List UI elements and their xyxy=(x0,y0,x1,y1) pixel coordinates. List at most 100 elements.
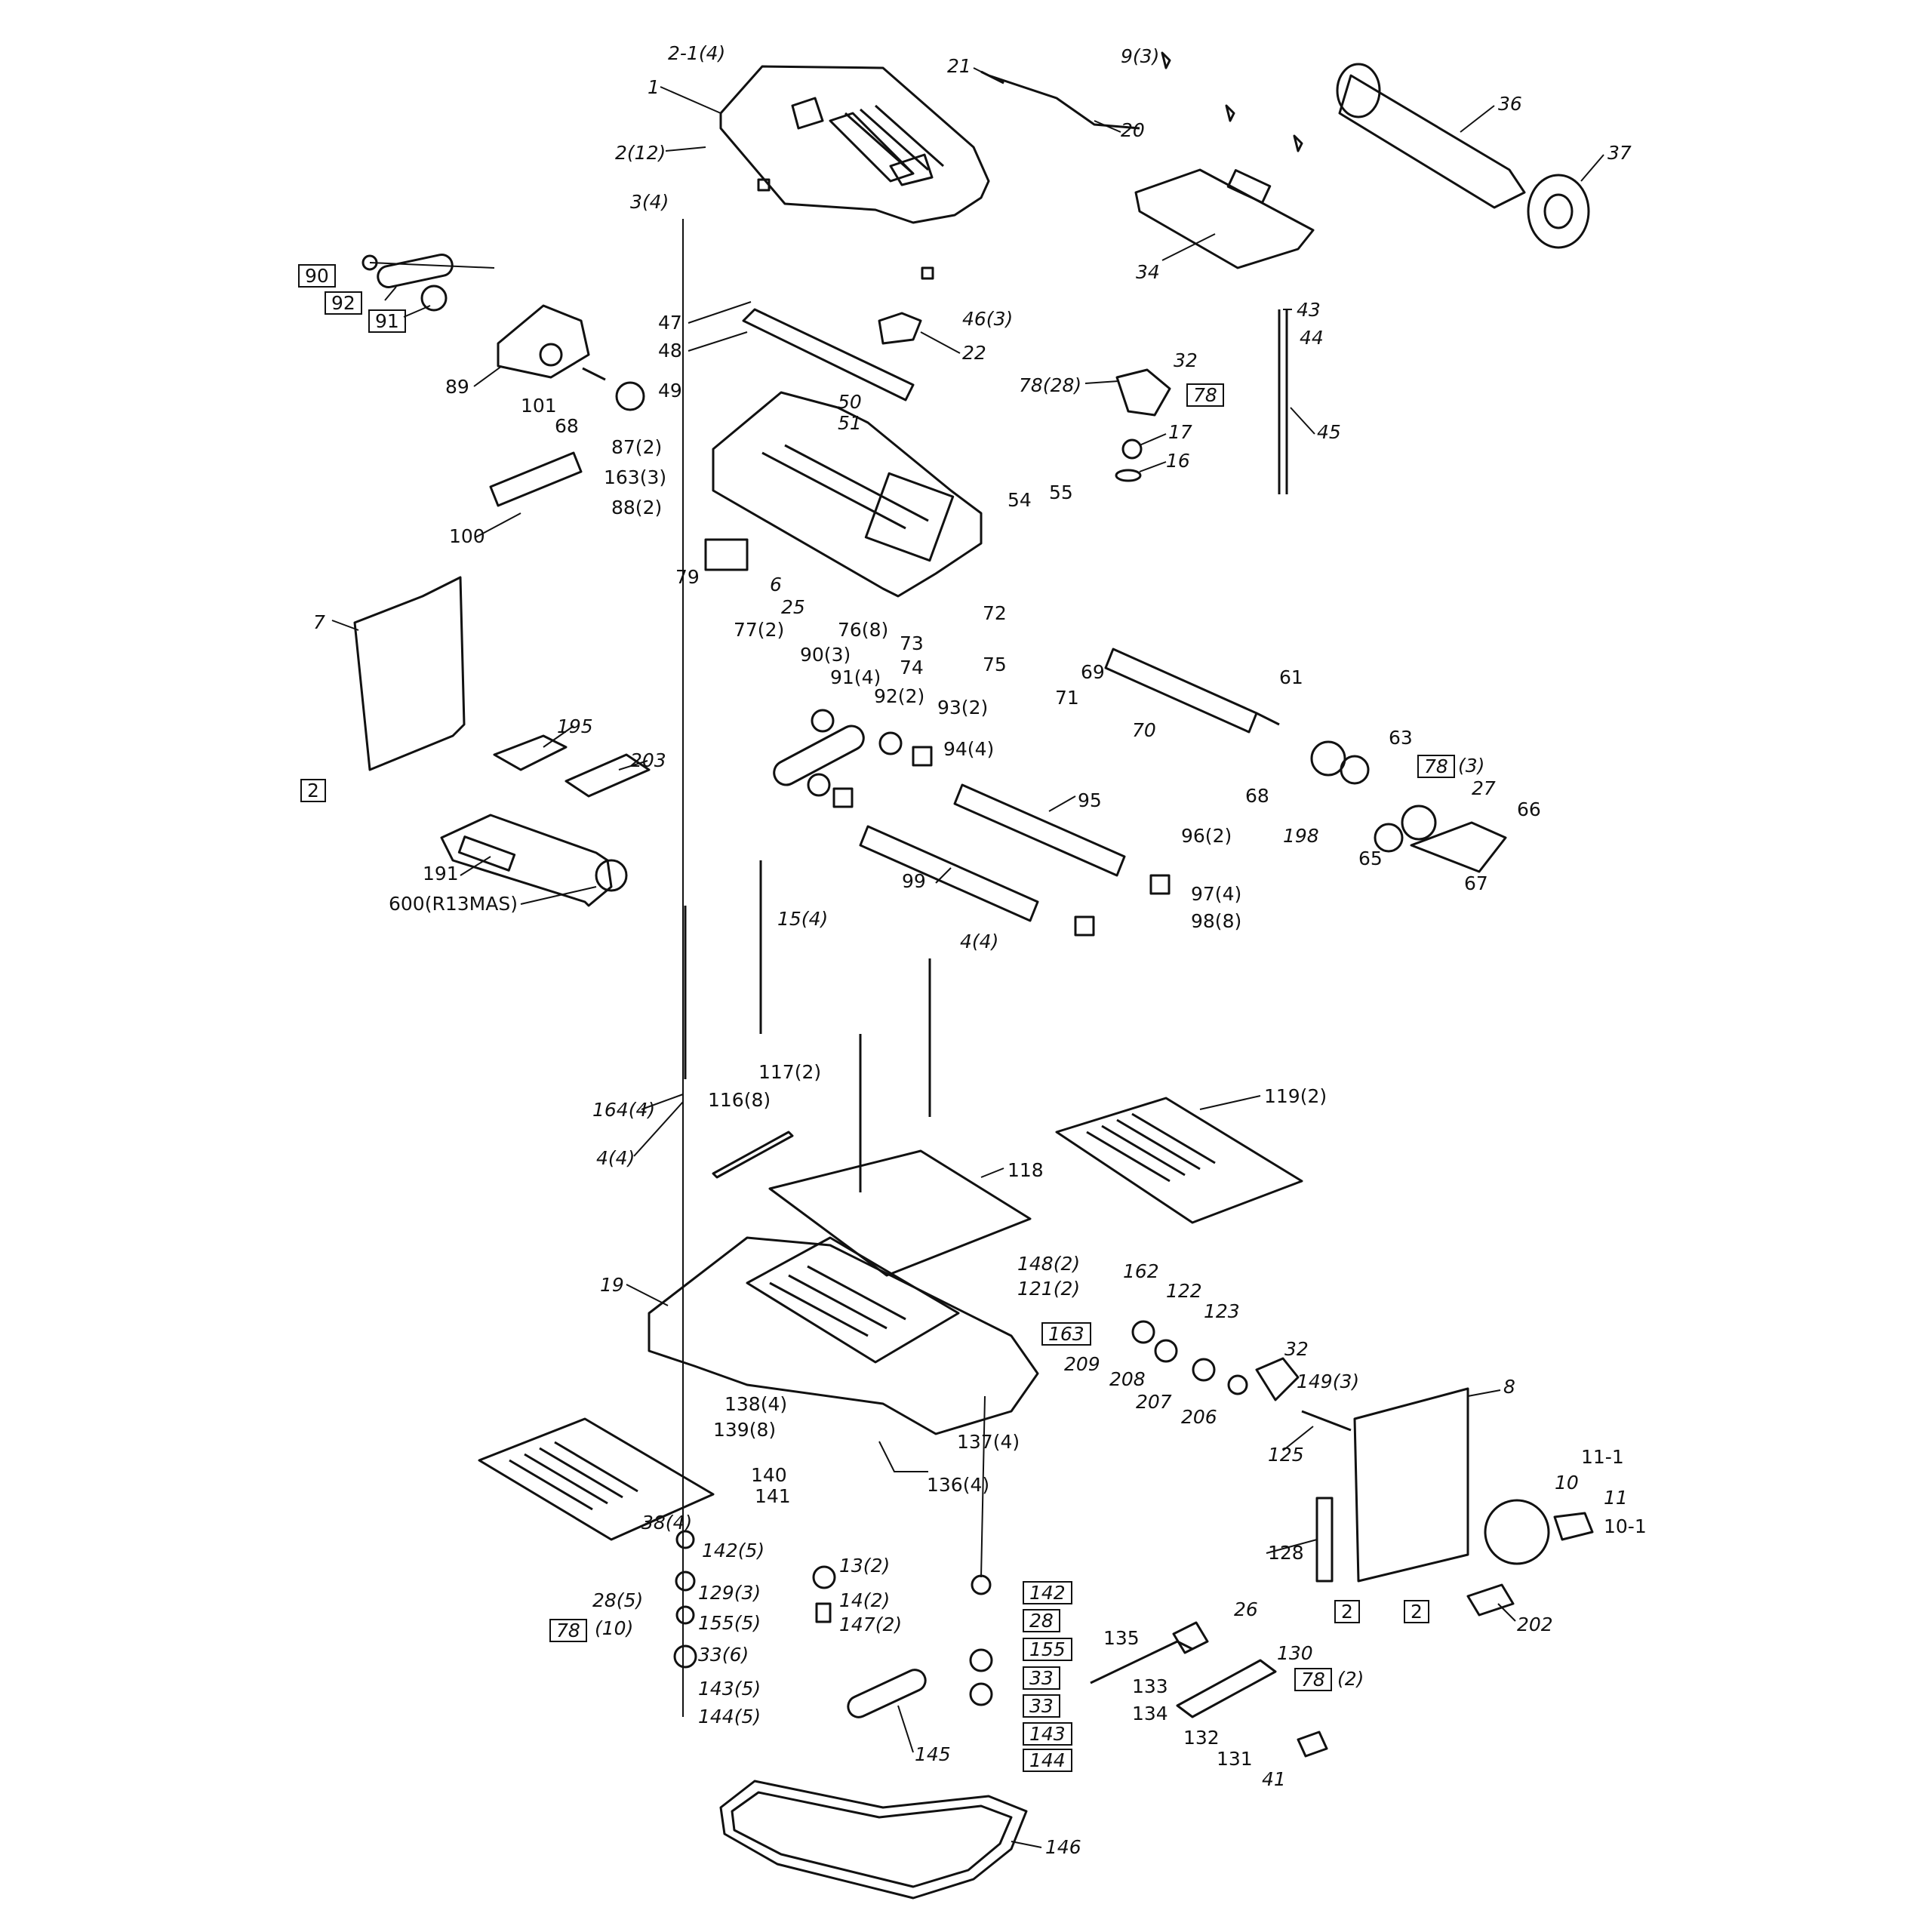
part-label-146: 146 xyxy=(1045,1836,1081,1858)
part-label-2-paren: (2) xyxy=(1337,1668,1364,1690)
part-label-203: 203 xyxy=(630,749,666,771)
part-label-73: 73 xyxy=(900,632,924,654)
sprocket-part xyxy=(811,709,835,733)
part-label-75: 75 xyxy=(983,654,1007,675)
clip-part xyxy=(1161,51,1303,152)
part-label-134: 134 xyxy=(1132,1703,1168,1724)
part-label-118: 118 xyxy=(1008,1159,1044,1181)
part-label-38: 38(4) xyxy=(641,1512,693,1534)
part-label-600: 600(R13MAS) xyxy=(389,893,518,915)
sprocket-part xyxy=(807,773,831,797)
sprocket-part xyxy=(969,1648,993,1672)
part-label-14: 14(2) xyxy=(839,1589,891,1611)
part-label-88: 88(2) xyxy=(611,497,663,518)
part-label-44: 44 xyxy=(1300,327,1324,349)
infeed-roller-part xyxy=(953,783,1126,877)
part-label-145: 145 xyxy=(915,1743,951,1765)
head-casting-part xyxy=(712,308,983,598)
pulley-part xyxy=(1374,823,1404,853)
sprocket-part xyxy=(878,731,903,755)
part-label-198: 198 xyxy=(1283,825,1319,847)
dust-chute-part xyxy=(1336,63,1590,249)
tray-part xyxy=(489,451,583,507)
part-label-28-boxed: 28 xyxy=(1023,1609,1060,1632)
part-label-33: 33(6) xyxy=(698,1644,749,1666)
part-label-143: 143(5) xyxy=(698,1678,761,1700)
block-part xyxy=(1149,874,1171,895)
part-label-163-boxed: 163 xyxy=(1041,1322,1091,1346)
part-label-27: 27 xyxy=(1472,777,1496,799)
bracket-part xyxy=(1172,1621,1209,1654)
part-label-141: 141 xyxy=(755,1485,791,1507)
part-label-207: 207 xyxy=(1136,1391,1172,1413)
part-label-97: 97(4) xyxy=(1191,883,1242,905)
part-label-51: 51 xyxy=(838,412,862,434)
part-label-164: 164(4) xyxy=(592,1099,656,1121)
part-label-15: 15(4) xyxy=(777,908,829,930)
part-label-92-boxed: 92 xyxy=(325,291,362,315)
part-label-47: 47 xyxy=(658,312,682,334)
part-label-4-4a: 4(4) xyxy=(960,931,999,952)
part-label-130: 130 xyxy=(1277,1642,1313,1664)
rail-part xyxy=(712,1131,794,1179)
part-label-48: 48 xyxy=(658,340,682,361)
part-label-78-boxed: 78 xyxy=(1186,383,1224,407)
part-label-78-28: 78(28) xyxy=(1019,374,1082,396)
part-label-9: 9(3) xyxy=(1121,45,1160,67)
part-label-63: 63 xyxy=(1389,727,1413,749)
part-label-32a: 32 xyxy=(1174,349,1198,371)
part-label-119: 119(2) xyxy=(1264,1085,1327,1107)
gearbox-part xyxy=(497,304,590,379)
sprocket-part xyxy=(812,1565,836,1589)
cutterhead-part xyxy=(1104,648,1280,734)
part-label-131: 131 xyxy=(1217,1748,1253,1770)
part-label-26: 26 xyxy=(1234,1598,1258,1620)
label-part xyxy=(565,753,651,798)
part-label-133: 133 xyxy=(1132,1675,1168,1697)
part-label-2-boxed-b: 2 xyxy=(1334,1600,1360,1623)
part-label-50: 50 xyxy=(838,391,862,413)
part-label-4-4b: 4(4) xyxy=(596,1147,635,1169)
part-label-33-boxed-b: 33 xyxy=(1023,1694,1060,1718)
part-label-77: 77(2) xyxy=(734,619,785,641)
bracket-part xyxy=(878,312,922,345)
shaft-part xyxy=(582,367,606,381)
part-label-55: 55 xyxy=(1049,481,1073,503)
part-label-2-boxed-a: 2 xyxy=(300,779,326,802)
part-label-20: 20 xyxy=(1121,119,1145,141)
extension-table-part xyxy=(1055,1097,1303,1224)
part-label-17: 17 xyxy=(1168,421,1192,443)
part-label-22: 22 xyxy=(962,342,986,364)
chain-part xyxy=(773,724,865,786)
part-label-101: 101 xyxy=(521,395,557,417)
part-label-33-boxed-a: 33 xyxy=(1023,1666,1060,1690)
part-label-142-boxed: 142 xyxy=(1023,1581,1072,1604)
gear-part xyxy=(1227,1374,1248,1395)
part-label-137: 137(4) xyxy=(957,1431,1020,1453)
part-label-49: 49 xyxy=(658,380,682,401)
part-label-74: 74 xyxy=(900,657,924,678)
part-label-79: 79 xyxy=(675,566,700,588)
part-label-41: 41 xyxy=(1262,1768,1286,1790)
block-part xyxy=(1074,915,1095,937)
gear-part xyxy=(1192,1358,1216,1382)
sleeve-part xyxy=(675,1605,695,1625)
handwheel-part xyxy=(1484,1499,1550,1565)
bracket-part xyxy=(1340,755,1370,785)
switch-box-part xyxy=(1134,168,1315,269)
part-label-148: 148(2) xyxy=(1017,1253,1081,1275)
bracket-part xyxy=(1255,1357,1300,1401)
part-label-92-2: 92(2) xyxy=(874,685,925,707)
nut-part xyxy=(1121,438,1143,460)
part-label-99: 99 xyxy=(902,870,926,892)
scale-part xyxy=(1315,1497,1334,1583)
washer-part xyxy=(1115,469,1142,482)
part-label-16: 16 xyxy=(1166,450,1190,472)
chain-loop-part xyxy=(719,1780,1028,1900)
washer-part xyxy=(675,1530,695,1549)
top-cover-part xyxy=(719,65,990,224)
switch-part xyxy=(704,538,749,571)
extension-table-part xyxy=(478,1417,715,1541)
gear-part xyxy=(1154,1339,1178,1363)
part-label-191: 191 xyxy=(423,863,459,884)
